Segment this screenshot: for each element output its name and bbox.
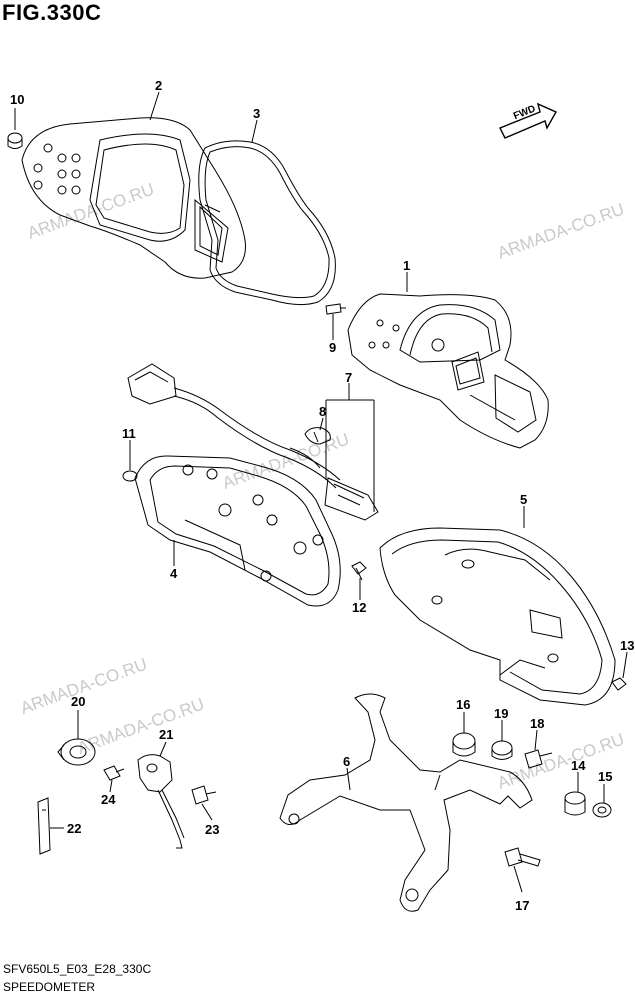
- part-10-cap: [7, 132, 23, 149]
- callout-11: 11: [122, 426, 136, 441]
- part-15-nut: [592, 802, 612, 818]
- callout-17: 17: [515, 898, 530, 913]
- callout-13: 13: [620, 638, 635, 653]
- part-6-bracket: [279, 693, 533, 912]
- part-20-switch: [57, 738, 96, 766]
- callout-6: 6: [343, 754, 351, 769]
- callout-9: 9: [329, 340, 337, 355]
- callout-3: 3: [253, 106, 261, 121]
- figure-title: FIG.330C: [2, 0, 102, 25]
- footer-name: SPEEDOMETER: [3, 980, 96, 994]
- callout-24: 24: [101, 792, 116, 807]
- part-8-clamp: [304, 427, 331, 445]
- part-24-screw: [103, 765, 125, 781]
- callout-12: 12: [352, 600, 367, 615]
- part-11-seal: [122, 470, 138, 482]
- callout-23: 23: [205, 822, 220, 837]
- callout-22: 22: [67, 821, 82, 836]
- part-23-screw: [191, 785, 217, 805]
- callout-16: 16: [456, 697, 471, 712]
- part-22-clip: [37, 797, 51, 855]
- part-5-outer-cover: [379, 527, 616, 706]
- part-14-collar: [564, 791, 586, 816]
- part-21-switch-assembly: [137, 754, 185, 849]
- callout-2: 2: [155, 78, 163, 93]
- part-4-lower-case: [134, 455, 341, 607]
- part-3-gasket: [198, 140, 336, 306]
- footer-code: SFV650L5_E03_E28_330C: [3, 962, 152, 976]
- part-12-screw: [351, 561, 367, 581]
- part-1-meter-assembly: [347, 293, 549, 449]
- callout-1: 1: [403, 258, 411, 273]
- callout-5: 5: [520, 492, 528, 507]
- callout-18: 18: [530, 716, 545, 731]
- part-19-grommet: [491, 740, 513, 760]
- part-13-screw: [611, 677, 627, 691]
- fwd-arrow-icon: [499, 102, 557, 139]
- callout-8: 8: [319, 404, 327, 419]
- leader-lines: [14, 91, 628, 893]
- part-17-bolt: [504, 847, 541, 867]
- callout-10: 10: [10, 92, 25, 107]
- part-16-grommet: [452, 732, 476, 757]
- callout-20: 20: [71, 694, 86, 709]
- callout-15: 15: [598, 769, 613, 784]
- part-9-screw: [325, 303, 346, 315]
- callout-14: 14: [571, 758, 586, 773]
- callout-19: 19: [494, 706, 509, 721]
- callout-4: 4: [170, 566, 178, 581]
- part-18-bolt: [524, 749, 553, 769]
- callout-7: 7: [345, 370, 353, 385]
- part-7-wire-harness: [127, 363, 379, 521]
- callout-21: 21: [159, 727, 174, 742]
- part-2-meter-cover: [21, 117, 246, 279]
